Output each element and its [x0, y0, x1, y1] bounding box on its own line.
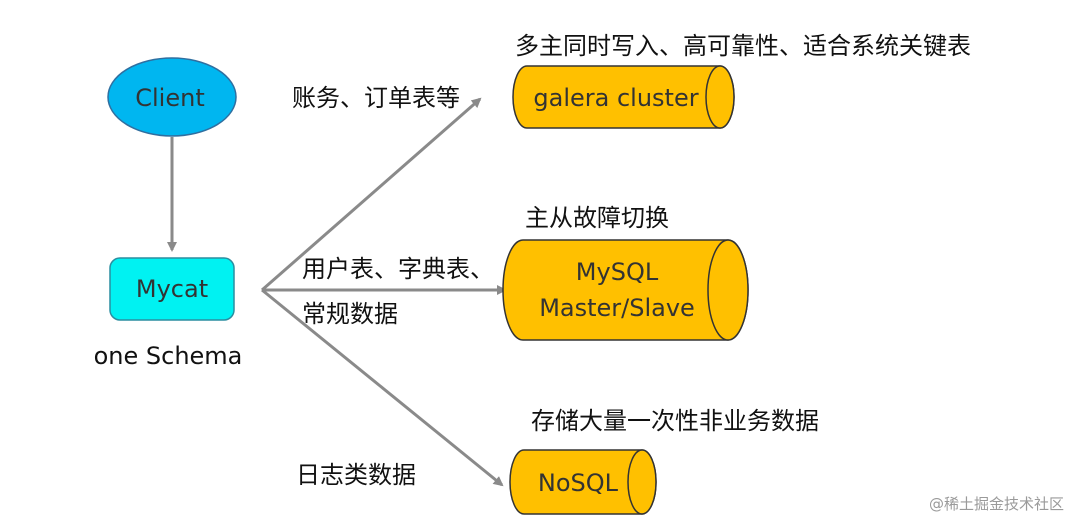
watermark-text: @稀土掘金技术社区: [929, 495, 1064, 513]
mycat-caption: one Schema: [94, 342, 243, 370]
client-label: Client: [135, 84, 204, 112]
edge-mycat-to-nosql: [261, 288, 504, 487]
edge-label-mysql-line2: 常规数据: [302, 300, 398, 328]
mycat-label: Mycat: [136, 275, 208, 303]
client-ellipse: [107, 57, 237, 137]
nosql-note: 存储大量一次性非业务数据: [531, 407, 819, 435]
nosql-label: NoSQL: [538, 469, 619, 497]
edge-mycat-to-galera: [261, 97, 482, 292]
edge-label-mysql-line1: 用户表、字典表、: [302, 255, 494, 283]
mysql-label-line1: MySQL: [576, 258, 659, 286]
client-node: Client: [107, 57, 237, 137]
galera-note: 多主同时写入、高可靠性、适合系统关键表: [515, 32, 971, 60]
galera-label: galera cluster: [533, 84, 698, 112]
galera-cylinder-cap: [705, 65, 735, 129]
edge-label-galera: 账务、订单表等: [292, 84, 460, 112]
nosql-node: NoSQL 存储大量一次性非业务数据: [509, 407, 819, 515]
galera-cluster-node: galera cluster 多主同时写入、高可靠性、适合系统关键表: [512, 32, 971, 129]
mysql-master-slave-node: MySQL Master/Slave 主从故障切换: [502, 204, 749, 341]
mycat-node: Mycat one Schema: [94, 257, 243, 370]
mysql-label-line2: Master/Slave: [539, 294, 695, 322]
mysql-cylinder-cap: [707, 239, 749, 341]
mysql-note: 主从故障切换: [525, 204, 669, 232]
edge-label-nosql: 日志类数据: [296, 461, 416, 489]
nosql-cylinder-cap: [627, 449, 657, 515]
mycat-box: [109, 257, 235, 321]
